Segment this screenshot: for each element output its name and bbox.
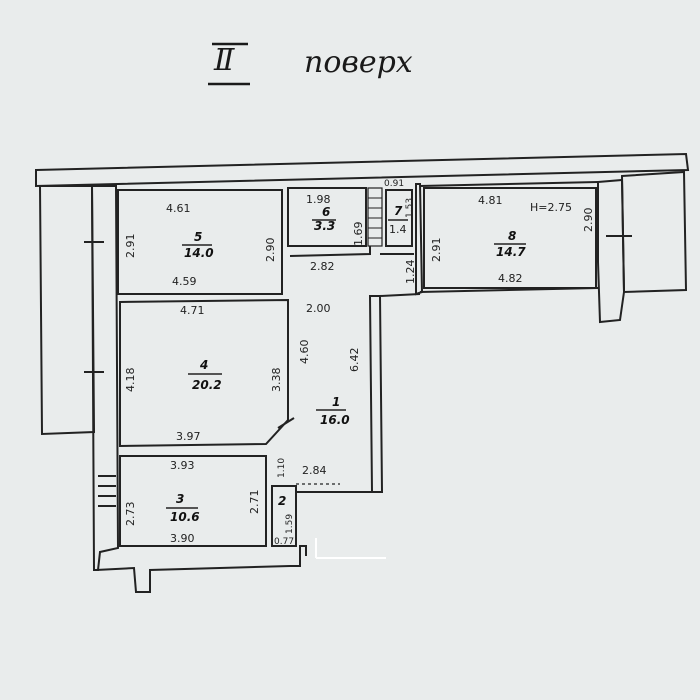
dim-r2-bottom: 0.77 bbox=[274, 537, 294, 547]
room-1-area: 16.0 bbox=[320, 413, 350, 427]
floor-numeral: Ⅱ bbox=[213, 43, 235, 78]
dim-r7-lower: 1.24 bbox=[404, 260, 417, 285]
dim-r8-left: 2.91 bbox=[430, 238, 443, 263]
dim-r2-side: 1.59 bbox=[285, 514, 295, 534]
dim-r8-top: 4.81 bbox=[478, 194, 503, 207]
room-2-number: 2 bbox=[278, 494, 286, 508]
dim-r4-top: 4.71 bbox=[180, 304, 205, 317]
room-7-outline bbox=[385, 189, 413, 247]
dim-r5-top: 4.61 bbox=[166, 202, 191, 215]
room-3-outline bbox=[119, 455, 267, 547]
dim-r8-right: 2.90 bbox=[582, 208, 595, 233]
bottom-wall-left bbox=[95, 565, 291, 593]
room-4-door bbox=[277, 417, 295, 429]
vent-hatching bbox=[368, 197, 382, 239]
bottom-wall-mid bbox=[290, 545, 307, 567]
floor-word: поверх bbox=[304, 45, 413, 80]
dim-r3-top: 3.93 bbox=[170, 459, 195, 472]
room-7-area: 1.4 bbox=[389, 223, 407, 236]
room-1-number: 1 bbox=[332, 395, 340, 409]
room-8-area: 14.7 bbox=[496, 245, 526, 259]
room-8-outline bbox=[423, 187, 597, 289]
room-5-outline bbox=[117, 189, 283, 295]
room-7-number: 7 bbox=[394, 204, 403, 218]
ceiling-height: H=2.75 bbox=[530, 201, 572, 214]
dim-r5-bottom: 4.59 bbox=[172, 275, 197, 288]
room-3-area: 10.6 bbox=[170, 510, 200, 524]
dim-r2-top: 1.10 bbox=[277, 458, 287, 478]
dim-r5-right: 2.90 bbox=[264, 238, 277, 263]
room-labels: 5 14.0 6 3.3 7 1.4 8 14.7 4 20.2 1 16.0 … bbox=[166, 201, 572, 524]
window-marks bbox=[84, 235, 632, 507]
dim-r3-right: 2.71 bbox=[248, 490, 261, 515]
dim-hall-right: 6.42 bbox=[348, 348, 361, 373]
room8-top bbox=[419, 181, 599, 187]
room-5 bbox=[117, 189, 283, 295]
room-4-number: 4 bbox=[199, 358, 208, 372]
dim-r5-left: 2.91 bbox=[124, 234, 137, 259]
dim-r6-top: 1.98 bbox=[306, 193, 331, 206]
room-5-area: 14.0 bbox=[184, 246, 214, 260]
left-wall bbox=[90, 185, 120, 571]
hall-top-partition bbox=[289, 246, 371, 257]
left-balcony bbox=[38, 185, 96, 436]
dim-r8-bottom: 4.82 bbox=[498, 272, 523, 285]
hall-right-top bbox=[379, 293, 421, 297]
dim-r4-right: 3.38 bbox=[270, 368, 283, 393]
dim-r3-left: 2.73 bbox=[124, 502, 137, 527]
dim-r7-top: 0.91 bbox=[384, 179, 404, 189]
dim-corridor-bottom: 2.84 bbox=[302, 464, 327, 477]
room-6-area: 3.3 bbox=[314, 219, 335, 233]
room-4-area: 20.2 bbox=[192, 378, 222, 392]
room-6-number: 6 bbox=[322, 205, 330, 219]
dim-r6-right: 1.69 bbox=[352, 222, 365, 247]
dim-r4-left: 4.18 bbox=[124, 368, 137, 393]
room-8-number: 8 bbox=[508, 229, 516, 243]
dim-r6-bottom: 2.82 bbox=[310, 260, 335, 273]
dim-hall-top: 2.00 bbox=[306, 302, 331, 315]
dim-r3-bottom: 3.90 bbox=[170, 532, 195, 545]
top-wall bbox=[35, 152, 690, 188]
hall-right-wall bbox=[368, 295, 384, 493]
room-6-outline bbox=[287, 187, 367, 247]
dimension-labels: 4.61 2.91 2.90 4.59 1.98 1.69 2.82 0.91 … bbox=[124, 179, 595, 547]
floor-title: Ⅱ поверх bbox=[208, 42, 413, 86]
dim-r7-side: 1.53 bbox=[405, 198, 415, 218]
right-balcony bbox=[620, 170, 688, 294]
room-4-outline bbox=[119, 298, 289, 448]
room-3-number: 3 bbox=[176, 492, 184, 506]
dim-r4-bottom: 3.97 bbox=[176, 430, 201, 443]
room-2-outline bbox=[271, 485, 297, 547]
room-5-number: 5 bbox=[194, 230, 202, 244]
vent-shaft bbox=[367, 187, 383, 247]
right-wall bbox=[597, 178, 626, 324]
dim-hall-mid: 4.60 bbox=[298, 340, 311, 365]
